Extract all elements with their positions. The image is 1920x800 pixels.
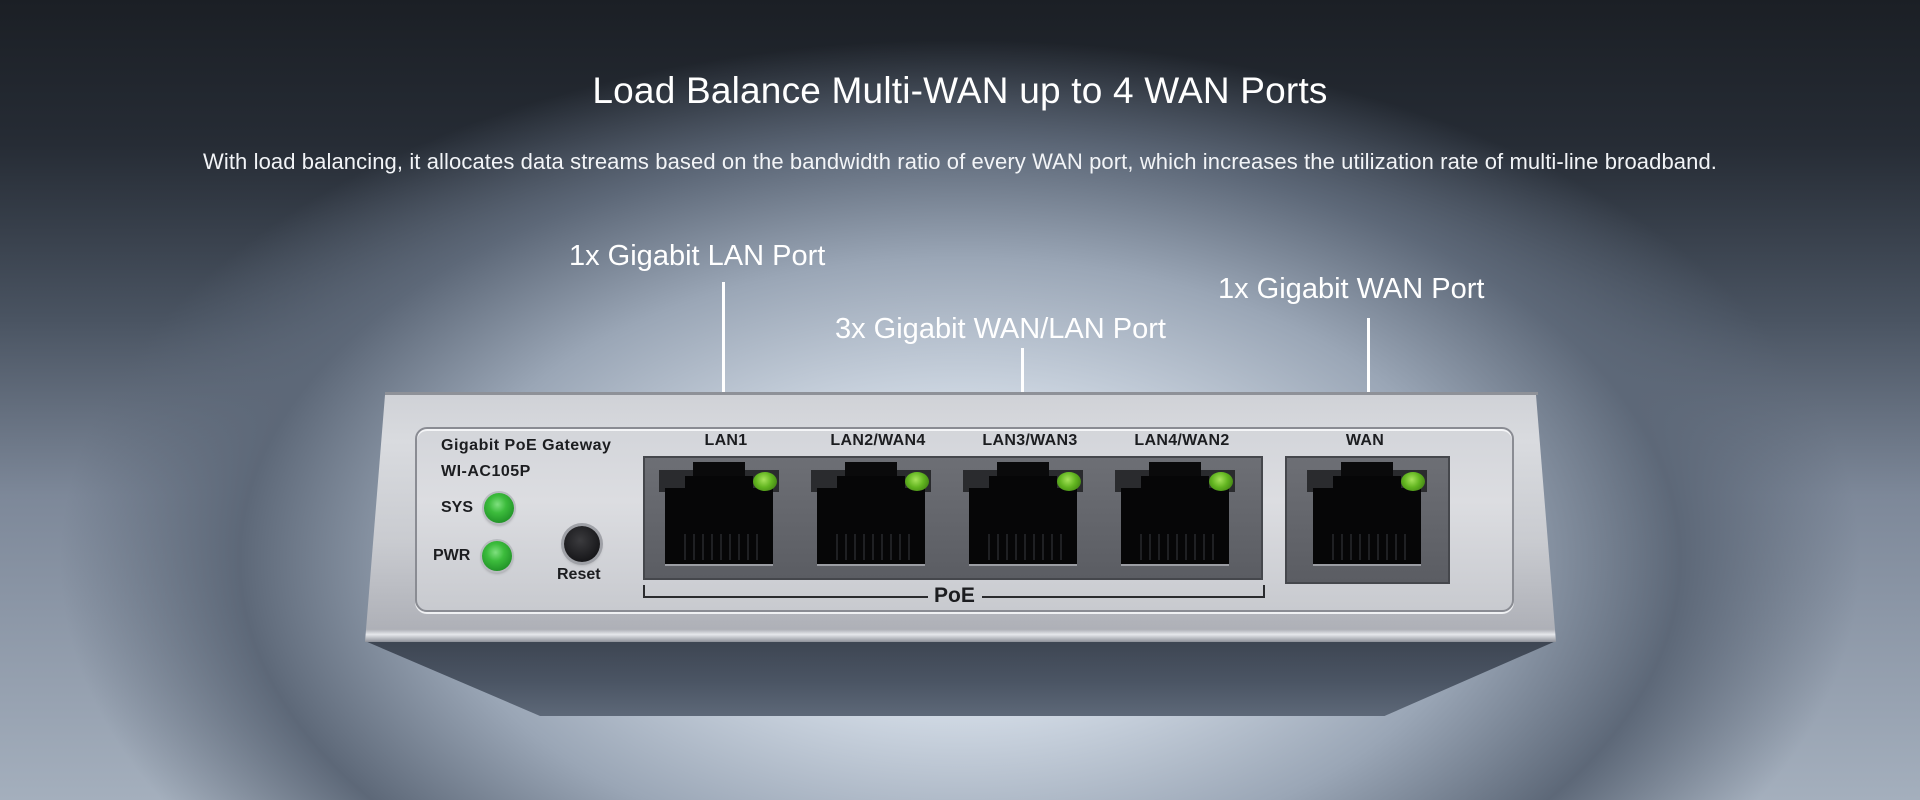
callout-lan-port: 1x Gigabit LAN Port <box>569 240 826 272</box>
page-subtitle: With load balancing, it allocates data s… <box>202 149 1718 174</box>
port-label-lan4-wan2: LAN4/WAN2 <box>1134 432 1230 449</box>
led-label-pwr: PWR <box>433 547 471 564</box>
rj45-port-lan4-wan2[interactable] <box>1111 462 1239 567</box>
callout-lan-line <box>722 282 725 480</box>
port-label-lan1: LAN1 <box>704 432 748 449</box>
port-link-led-icon <box>1401 472 1425 491</box>
port-label-lan2-wan4: LAN2/WAN4 <box>830 432 926 449</box>
port-link-led-icon <box>1057 472 1081 491</box>
callout-wan-lan-ports: 3x Gigabit WAN/LAN Port <box>835 313 1166 345</box>
rj45-port-lan2-wan4[interactable] <box>807 462 935 567</box>
poe-bracket-left <box>643 585 645 597</box>
port-link-led-icon <box>1209 472 1233 491</box>
port-label-wan: WAN <box>1345 432 1385 449</box>
device-top-edge <box>385 392 1538 395</box>
poe-bracket-line-right <box>982 596 1265 598</box>
device-underside <box>365 641 1556 716</box>
poe-bracket-right <box>1263 585 1265 597</box>
rj45-port-lan3-wan3[interactable] <box>959 462 1087 567</box>
rj45-port-wan[interactable] <box>1303 462 1431 567</box>
sys-led-indicator <box>484 493 514 523</box>
port-label-lan3-wan3: LAN3/WAN3 <box>982 432 1078 449</box>
rj45-port-lan1[interactable] <box>655 462 783 567</box>
reset-button[interactable] <box>564 526 600 562</box>
port-link-led-icon <box>753 472 777 491</box>
product-name: Gigabit PoE Gateway <box>441 437 612 454</box>
reset-label: Reset <box>557 566 601 583</box>
callout-wan-port: 1x Gigabit WAN Port <box>1218 273 1485 305</box>
poe-label: PoE <box>934 584 975 607</box>
callout-wan-lan-stem <box>1021 348 1024 408</box>
led-label-sys: SYS <box>441 499 474 516</box>
pwr-led-indicator <box>482 541 512 571</box>
page-title: Load Balance Multi-WAN up to 4 WAN Ports <box>592 70 1328 111</box>
port-link-led-icon <box>905 472 929 491</box>
poe-bracket-line-left <box>643 596 928 598</box>
model-number: WI-AC105P <box>441 463 531 480</box>
